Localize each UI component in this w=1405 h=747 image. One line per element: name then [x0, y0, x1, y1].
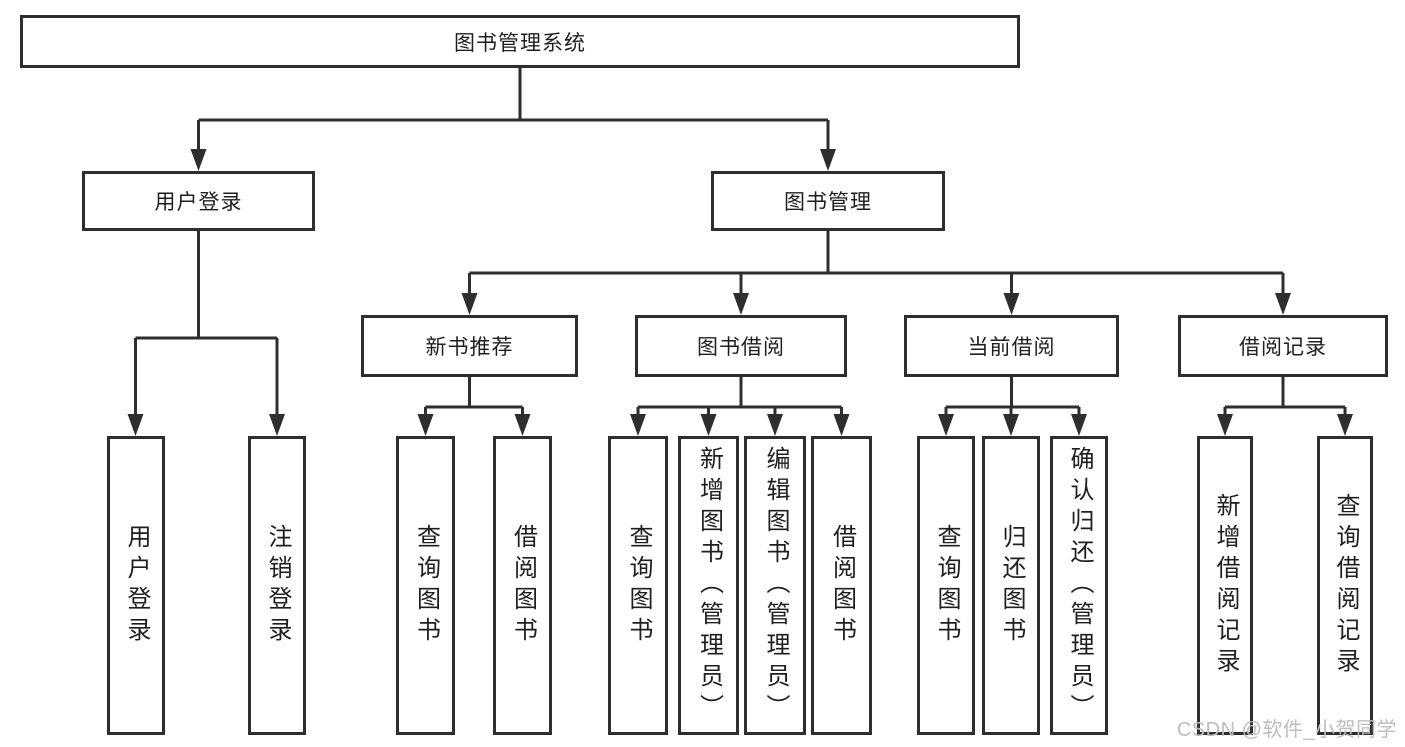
node-leaf-rec-borrow-label: 借阅图书 — [509, 523, 537, 648]
node-new-book-rec: 新书推荐 — [361, 315, 578, 377]
node-leaf-bb-query: 查询图书 — [608, 436, 668, 735]
node-leaf-rec-query-label: 查询图书 — [412, 523, 440, 648]
connector-user-login — [134, 231, 279, 417]
node-book-mgmt-label: 图书管理 — [784, 191, 872, 214]
node-leaf-user-login: 用户登录 — [107, 436, 165, 735]
node-leaf-logout: 注销登录 — [248, 436, 306, 735]
node-leaf-cb-confirm-label: 确认归还（管理员） — [1066, 446, 1093, 725]
node-leaf-cb-query-label: 查询图书 — [933, 523, 960, 648]
connector-borrow-records — [1223, 377, 1347, 417]
node-root: 图书管理系统 — [20, 15, 1020, 68]
node-leaf-cb-confirm: 确认归还（管理员） — [1050, 436, 1108, 735]
node-borrow-records-label: 借阅记录 — [1239, 336, 1327, 359]
node-root-label: 图书管理系统 — [454, 31, 586, 55]
node-current-borrow-label: 当前借阅 — [967, 336, 1056, 359]
node-leaf-br-add-label: 新增借阅记录 — [1212, 492, 1239, 679]
node-leaf-bb-add-label: 新增图书（管理员） — [695, 446, 723, 725]
node-leaf-bb-edit: 编辑图书（管理员） — [744, 436, 806, 735]
node-borrow-records: 借阅记录 — [1178, 315, 1388, 377]
node-book-mgmt: 图书管理 — [711, 171, 945, 231]
node-leaf-br-query-label: 查询借阅记录 — [1332, 492, 1359, 679]
connector-book-borrow — [636, 377, 843, 417]
connector-book-mgmt — [468, 231, 1285, 296]
node-leaf-bb-query-label: 查询图书 — [625, 523, 652, 648]
node-leaf-bb-borrow-label: 借阅图书 — [828, 523, 856, 648]
node-leaf-cb-return: 归还图书 — [982, 436, 1040, 735]
node-leaf-bb-edit-label: 编辑图书（管理员） — [762, 446, 789, 725]
node-leaf-rec-query: 查询图书 — [396, 436, 455, 735]
node-leaf-br-add: 新增借阅记录 — [1197, 436, 1253, 735]
node-leaf-user-login-label: 用户登录 — [123, 523, 150, 648]
node-new-book-rec-label: 新书推荐 — [425, 336, 514, 359]
node-book-borrow: 图书借阅 — [635, 315, 847, 377]
node-leaf-bb-add: 新增图书（管理员） — [678, 436, 739, 735]
node-book-borrow-label: 图书借阅 — [697, 336, 785, 359]
node-leaf-rec-borrow: 借阅图书 — [493, 436, 552, 735]
connector-root — [197, 66, 830, 152]
node-leaf-logout-label: 注销登录 — [264, 523, 291, 648]
node-leaf-bb-borrow: 借阅图书 — [811, 436, 872, 735]
node-leaf-cb-return-label: 归还图书 — [998, 523, 1025, 648]
node-leaf-br-query: 查询借阅记录 — [1317, 436, 1373, 735]
node-leaf-cb-query: 查询图书 — [917, 436, 975, 735]
node-current-borrow: 当前借阅 — [904, 315, 1119, 377]
connector-current-borrow — [944, 377, 1081, 417]
node-user-login-label: 用户登录 — [154, 191, 243, 214]
connector-new-book-rec — [424, 377, 524, 417]
csdn-watermark: CSDN @软件_小贺同学 — [1176, 719, 1397, 741]
node-user-login: 用户登录 — [82, 171, 315, 231]
